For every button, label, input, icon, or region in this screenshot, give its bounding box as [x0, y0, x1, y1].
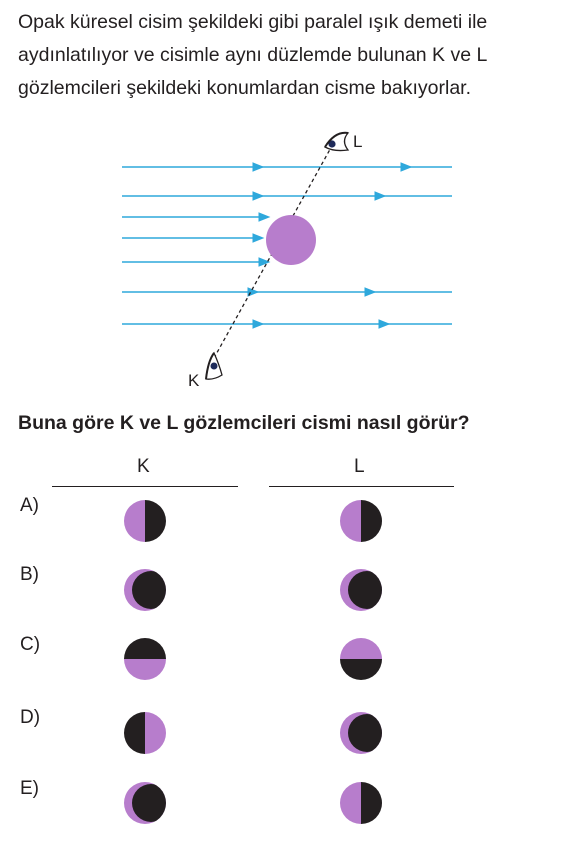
- phase-disc-a-l: [340, 500, 382, 542]
- option-label-e[interactable]: E): [20, 778, 39, 799]
- phase-disc-d-k: [124, 712, 166, 754]
- eye-icon-l: [324, 131, 350, 152]
- option-label-b[interactable]: B): [20, 564, 39, 585]
- opaque-sphere: [266, 215, 316, 265]
- phase-disc-e-k: [124, 782, 166, 824]
- line-of-sight: [213, 143, 334, 359]
- column-header-l: L: [354, 456, 365, 477]
- phase-disc-b-l: [340, 569, 382, 611]
- column-header-k: K: [137, 456, 150, 477]
- answer-discs: [124, 500, 382, 824]
- option-label-d[interactable]: D): [20, 707, 41, 728]
- light-rays: [122, 162, 452, 329]
- question-intro: Opak küresel cisim şekildeki gibi parale…: [18, 11, 488, 99]
- observer-label-k: K: [188, 371, 200, 390]
- phase-disc-b-k: [124, 569, 166, 611]
- column-rule-l: [269, 486, 454, 487]
- column-rule-k: [52, 486, 238, 487]
- phase-disc-c-l: [340, 638, 382, 680]
- phase-disc-d-l: [340, 712, 382, 754]
- phase-disc-a-k: [124, 500, 166, 542]
- eye-icon-k: [205, 351, 223, 380]
- question-text: Buna göre K ve L gözlemcileri cismi nası…: [18, 412, 470, 434]
- observer-label-l: L: [353, 132, 362, 151]
- phase-disc-c-k: [124, 638, 166, 680]
- option-label-c[interactable]: C): [20, 634, 41, 655]
- phase-disc-e-l: [340, 782, 382, 824]
- option-label-a[interactable]: A): [20, 495, 39, 516]
